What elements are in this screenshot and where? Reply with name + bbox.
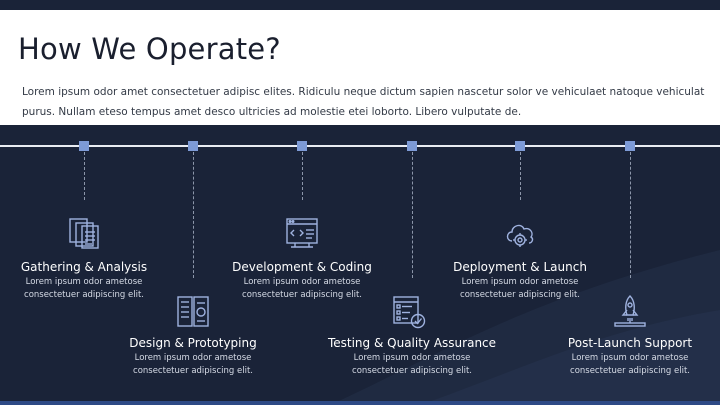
step-development-coding: Development & Coding Lorem ipsum odor am…	[212, 260, 392, 302]
step-gathering-analysis: Gathering & Analysis Lorem ipsum odor am…	[0, 260, 174, 302]
timeline-node-1	[79, 141, 89, 151]
timeline-node-2	[188, 141, 198, 151]
timeline-stem-1	[84, 152, 85, 200]
step-title: Design & Prototyping	[129, 336, 257, 350]
timeline-node-6	[625, 141, 635, 151]
code-window-icon	[285, 216, 319, 250]
timeline-stem-2	[193, 152, 194, 278]
design-layout-icon	[176, 294, 210, 328]
step-title: Development & Coding	[232, 260, 372, 274]
step-title: Deployment & Launch	[453, 260, 587, 274]
documents-icon	[67, 216, 101, 250]
timeline-node-4	[407, 141, 417, 151]
step-title: Testing & Quality Assurance	[327, 336, 497, 350]
step-post-launch-support: Post-Launch Support Lorem ipsum odor ame…	[540, 336, 720, 378]
timeline-stem-3	[302, 152, 303, 200]
step-title: Post-Launch Support	[567, 336, 693, 350]
rocket-icon	[613, 294, 647, 328]
step-title: Gathering & Analysis	[20, 260, 148, 274]
step-deployment-launch: Deployment & Launch Lorem ipsum odor ame…	[430, 260, 610, 302]
page-title: How We Operate?	[18, 32, 281, 66]
timeline-stem-6	[630, 152, 631, 278]
timeline-line	[0, 145, 720, 147]
step-design-prototyping: Design & Prototyping Lorem ipsum odor am…	[103, 336, 283, 378]
bottom-accent-bar	[0, 401, 720, 405]
header-panel: How We Operate? Lorem ipsum odor amet co…	[0, 10, 720, 125]
timeline-stem-5	[520, 152, 521, 200]
page-description: Lorem ipsum odor amet consectetuer adipi…	[22, 86, 705, 118]
timeline-node-5	[515, 141, 525, 151]
timeline-stem-4	[412, 152, 413, 278]
checklist-icon	[392, 295, 426, 329]
step-testing-qa: Testing & Quality Assurance Lorem ipsum …	[322, 336, 502, 378]
cloud-gear-icon	[503, 217, 537, 251]
timeline-node-3	[297, 141, 307, 151]
